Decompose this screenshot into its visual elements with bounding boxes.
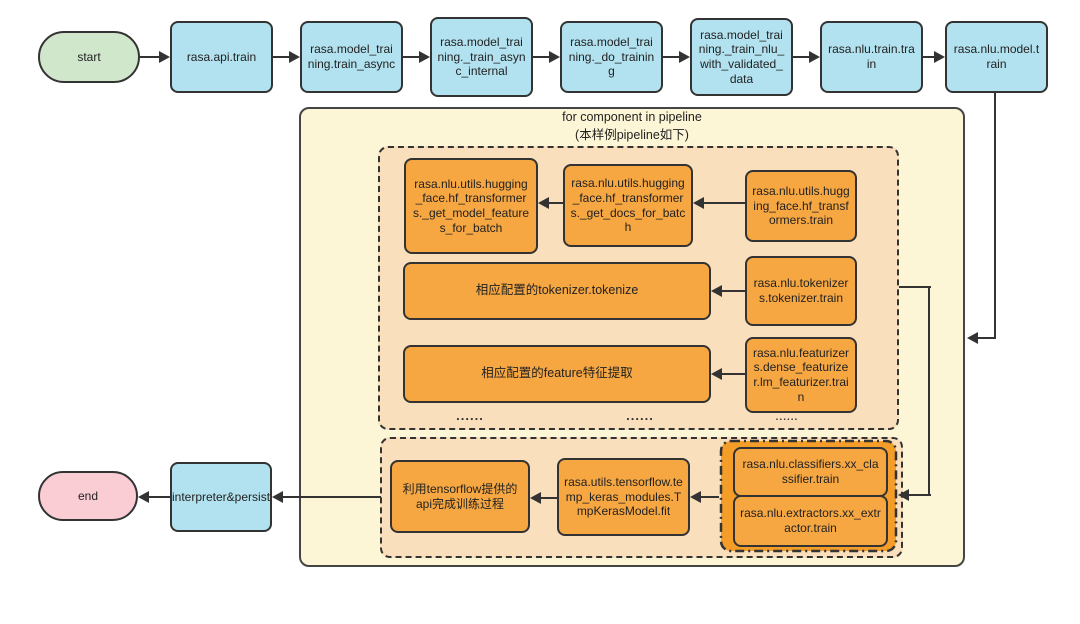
connector-line (403, 55, 420, 59)
node-tmp-keras-model-fit: rasa.utils.tensorflow.temp_keras_modules… (557, 458, 690, 536)
connector-line (701, 495, 719, 499)
node-nlu-train: rasa.nlu.train.train (820, 21, 923, 93)
arrowhead-icon (138, 491, 149, 503)
node-rasa-api-train: rasa.api.train (170, 21, 273, 93)
arrowhead-icon (530, 492, 541, 504)
ellipsis-right: ...... (775, 412, 799, 423)
node-lm-featurizer-train: rasa.nlu.featurizers.dense_featurizer.lm… (745, 337, 857, 413)
arrowhead-icon (690, 491, 701, 503)
arrowhead-icon (693, 197, 704, 209)
arrowhead-icon (289, 51, 300, 63)
node-train-async-internal: rasa.model_training._train_async_interna… (430, 17, 533, 97)
arrowhead-icon (898, 489, 909, 501)
arrowhead-icon (711, 368, 722, 380)
arrowhead-icon (934, 51, 945, 63)
connector-line (663, 55, 680, 59)
connector-line (149, 495, 170, 499)
node-feature-extract: 相应配置的feature特征提取 (403, 345, 711, 403)
connector-line (927, 287, 931, 496)
connector-line (283, 495, 381, 499)
connector-line (909, 493, 931, 497)
connector-line (899, 285, 931, 289)
node-get-docs-for-batch: rasa.nlu.utils.hugging_face.hf_transform… (563, 164, 693, 247)
arrowhead-icon (809, 51, 820, 63)
arrowhead-icon (711, 285, 722, 297)
node-tokenizer-tokenize: 相应配置的tokenizer.tokenize (403, 262, 711, 320)
connector-line (978, 336, 996, 340)
node-train-async: rasa.model_training.train_async (300, 21, 403, 93)
node-hf-transformers-train: rasa.nlu.utils.hugging_face.hf_transform… (745, 170, 857, 242)
connector-line (722, 372, 745, 376)
connector-line (140, 55, 160, 59)
connector-line (704, 201, 745, 205)
node-classifier-train: rasa.nlu.classifiers.xx_classifier.train (733, 447, 888, 497)
connector-line (533, 55, 550, 59)
node-extractor-train: rasa.nlu.extractors.xx_extractor.train (733, 495, 888, 547)
loop-title-line2: (本样例pipeline如下) (575, 128, 689, 142)
end-node: end (38, 471, 138, 521)
node-interpreter-persist: interpreter&persist (170, 462, 272, 532)
connector-line (549, 201, 563, 205)
node-get-model-features-for-batch: rasa.nlu.utils.hugging_face.hf_transform… (404, 158, 538, 254)
arrowhead-icon (549, 51, 560, 63)
node-nlu-model-train: rasa.nlu.model.train (945, 21, 1048, 93)
arrowhead-icon (679, 51, 690, 63)
node-do-training: rasa.model_training._do_training (560, 21, 663, 93)
connector-line (793, 55, 810, 59)
connector-line (541, 496, 557, 500)
ellipsis-left: ...... (456, 408, 484, 423)
loop-title-line1: for component in pipeline (562, 110, 702, 124)
ellipsis-mid: ...... (626, 408, 654, 423)
connector-line (923, 55, 935, 59)
node-train-nlu-with-validated-data: rasa.model_training._train_nlu_with_vali… (690, 18, 793, 96)
node-tokenizer-train: rasa.nlu.tokenizers.tokenizer.train (745, 256, 857, 326)
arrowhead-icon (538, 197, 549, 209)
connector-line (273, 55, 290, 59)
arrowhead-icon (272, 491, 283, 503)
connector-line (722, 289, 745, 293)
start-node: start (38, 31, 140, 83)
arrowhead-icon (967, 332, 978, 344)
node-tensorflow-api-training: 利用tensorflow提供的api完成训练过程 (390, 460, 530, 533)
connector-line (993, 93, 997, 339)
arrowhead-icon (159, 51, 170, 63)
arrowhead-icon (419, 51, 430, 63)
